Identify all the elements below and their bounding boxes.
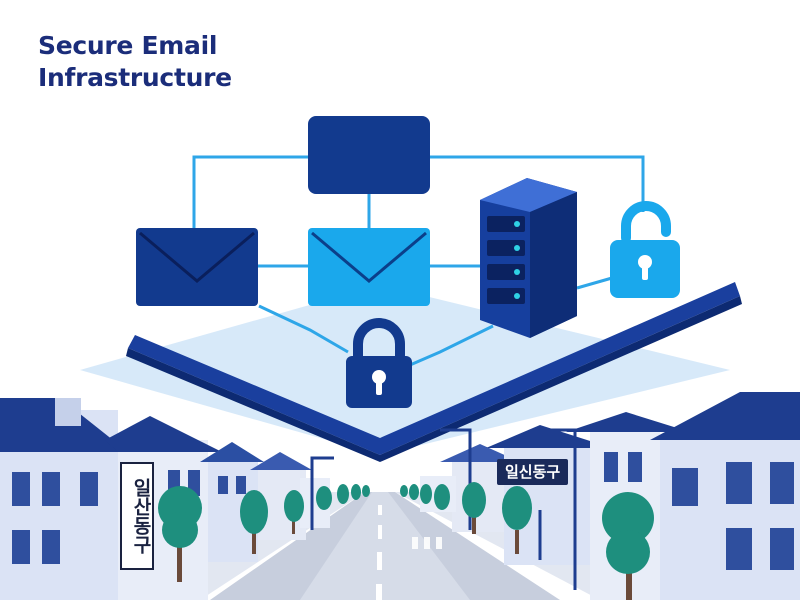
street-sign-left: 일산동구 [120, 462, 154, 570]
platform-edge [126, 282, 742, 462]
unlock-icon [610, 201, 680, 298]
lock-icon [346, 318, 412, 408]
trees [158, 482, 654, 600]
network-connectors [192, 155, 645, 367]
page-title: Secure Email Infrastructure [38, 30, 232, 94]
envelope-icon-light [308, 228, 430, 306]
envelope-icon-dark [136, 228, 258, 306]
title-line-2: Infrastructure [38, 63, 232, 92]
mail-box-icon [308, 116, 430, 194]
street-sign-right: 일신동구 [497, 459, 569, 485]
server-rack-icon [480, 178, 577, 338]
title-line-1: Secure Email [38, 31, 218, 60]
